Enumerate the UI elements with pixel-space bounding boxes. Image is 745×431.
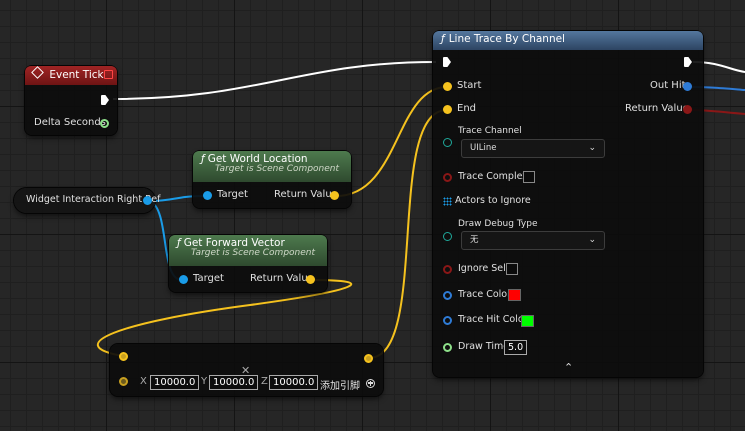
event-tick-exec-out[interactable] [101,95,109,105]
out-hit-pin[interactable] [683,82,692,91]
chevron-down-icon: ⌄ [588,143,596,153]
trace-channel-label: Trace Channel [458,126,522,136]
widget-interaction-ref-pin[interactable] [143,196,152,205]
delta-seconds-pin[interactable] [100,119,109,128]
function-icon: ƒ [201,153,205,165]
chevron-down-icon: ⌄ [588,235,596,245]
y-value-input[interactable]: 10000.0 [209,375,259,390]
trace-color-label: Trace Color [458,289,512,300]
vector-multiply-node[interactable]: ✕ X 10000.0 Y 10000.0 Z 10000.0 添加引脚 [110,344,383,396]
z-axis-label: Z [261,376,268,387]
ignore-self-checkbox[interactable] [506,263,518,275]
actors-to-ignore-label: Actors to Ignore [455,195,531,206]
draw-time-pin[interactable] [443,343,452,352]
draw-debug-type-dropdown[interactable]: 无 ⌄ [461,231,605,250]
trace-color-swatch[interactable] [508,289,521,301]
start-label: Start [457,80,482,91]
forward-vector-return-label: Return Value [250,273,314,284]
trace-channel-value: UILine [470,143,497,153]
multiply-input-a-pin[interactable] [119,352,128,361]
draw-time-label: Draw Time [458,341,510,352]
line-trace-exec-out[interactable] [684,57,692,67]
add-pin-icon[interactable] [366,379,375,388]
collapse-arrow-icon[interactable]: ⌃ [564,361,574,374]
trace-color-pin[interactable] [443,291,452,300]
trace-channel-pin[interactable] [443,138,452,147]
delegate-pin[interactable] [104,70,113,79]
get-world-location-subtitle: Target is Scene Component [215,164,340,174]
start-pin[interactable] [443,82,452,91]
trace-complex-checkbox[interactable] [523,171,535,183]
end-pin[interactable] [443,105,452,114]
draw-time-input[interactable]: 5.0 [504,340,528,355]
draw-debug-type-label: Draw Debug Type [458,219,538,229]
function-icon: ƒ [441,33,445,45]
multiply-output-pin[interactable] [364,354,373,363]
trace-complex-pin[interactable] [443,173,452,182]
event-tick-header: Event Tick [25,66,117,85]
world-location-target-label: Target [217,189,248,200]
y-axis-label: Y [201,376,208,387]
forward-vector-target-label: Target [193,273,224,284]
function-icon: ƒ [177,237,181,249]
forward-vector-return-pin[interactable] [306,275,315,284]
return-value-pin[interactable] [683,105,692,114]
get-world-location-title: Get World Location [207,153,308,165]
ignore-self-pin[interactable] [443,265,452,274]
x-axis-label: X [140,376,147,387]
trace-complex-label: Trace Complex [458,171,528,182]
line-trace-title: Line Trace By Channel [448,33,565,45]
widget-interaction-ref-node[interactable]: Widget Interaction Right Ref [14,188,160,213]
add-pin-plus-icon-v [369,380,372,386]
end-label: End [457,103,477,114]
get-forward-vector-subtitle: Target is Scene Component [191,248,316,258]
multiply-close-icon: ✕ [241,364,251,377]
draw-debug-type-value: 无 [470,235,479,245]
draw-debug-type-pin[interactable] [443,232,452,241]
ignore-self-label: Ignore Self [458,263,510,274]
array-grid-icon [443,197,452,206]
multiply-input-b-pin[interactable] [119,377,128,386]
world-location-return-pin[interactable] [330,191,339,200]
widget-interaction-ref-label: Widget Interaction Right Ref [26,194,161,205]
return-value-label: Return Value [625,103,689,114]
x-value-input[interactable]: 10000.0 [150,375,200,390]
world-location-target-pin[interactable] [203,191,212,200]
trace-channel-dropdown[interactable]: UILine ⌄ [461,139,605,158]
trace-hit-color-label: Trace Hit Color [458,314,528,325]
z-value-input[interactable]: 10000.0 [269,375,319,390]
exec-wire [112,61,437,100]
event-tick-title: Event Tick [49,69,104,81]
trace-hit-color-swatch[interactable] [521,315,534,327]
get-forward-vector-title: Get Forward Vector [183,237,285,249]
trace-hit-color-pin[interactable] [443,316,452,325]
line-trace-exec-in[interactable] [443,57,451,67]
out-hit-label: Out Hit [650,80,686,91]
forward-vector-target-pin[interactable] [179,275,188,284]
event-diamond-icon [31,66,44,79]
vector-wire-start [335,86,448,197]
world-location-return-label: Return Value [274,189,338,200]
add-pin-label[interactable]: 添加引脚 [320,381,360,392]
delta-seconds-label: Delta Seconds [34,117,106,128]
event-tick-node[interactable]: Event Tick Delta Seconds [25,66,117,135]
